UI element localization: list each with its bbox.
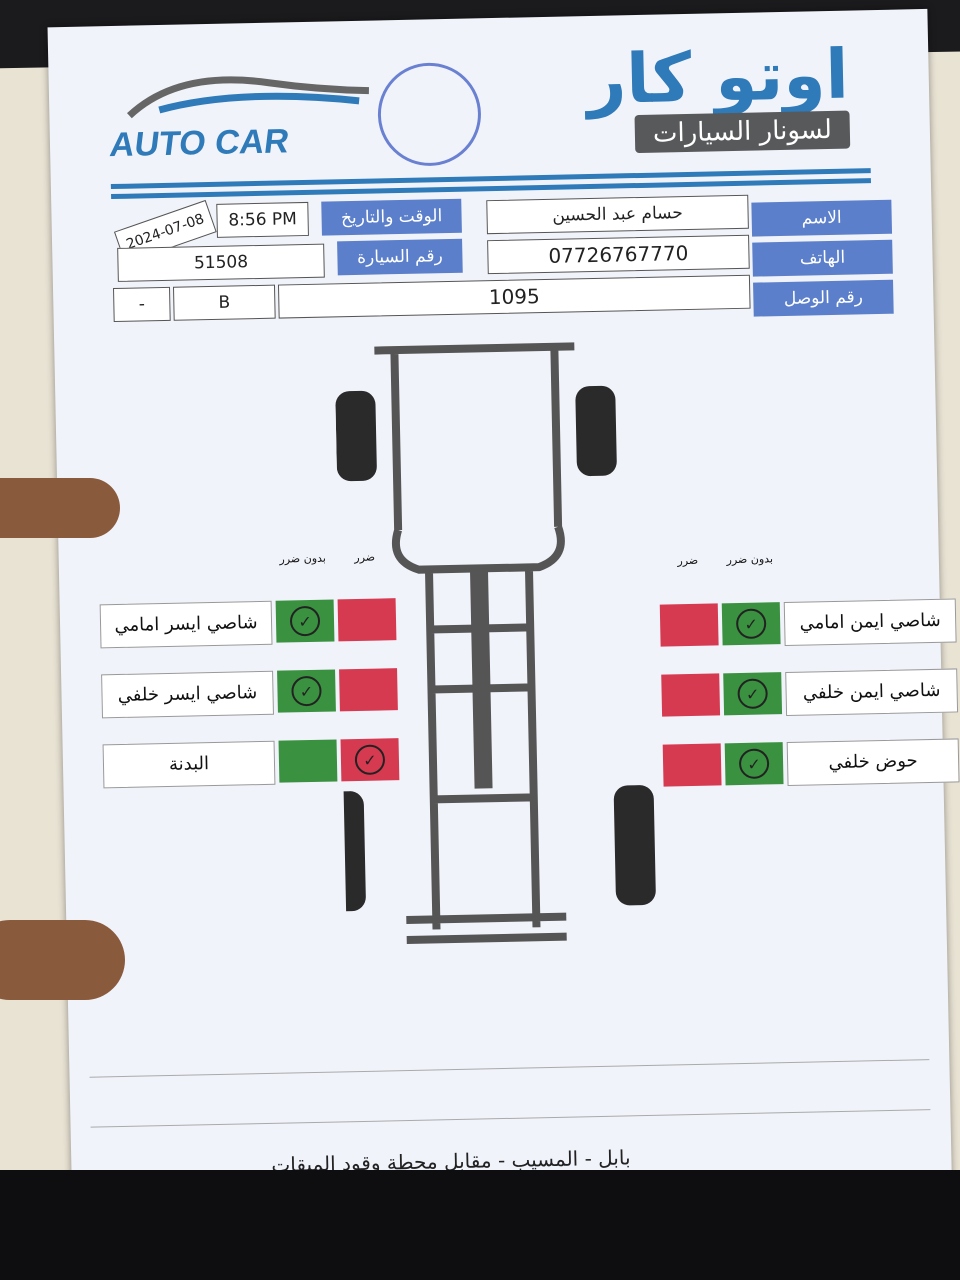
finger bbox=[0, 478, 120, 538]
part-label: البدنة bbox=[102, 740, 276, 789]
no-damage-cell[interactable]: ✓ bbox=[724, 742, 784, 786]
datetime-label: الوقت والتاريخ bbox=[321, 198, 462, 236]
tagline: لسونار السيارات bbox=[634, 110, 851, 154]
no-damage-cell[interactable]: ✓ bbox=[277, 669, 336, 713]
no-damage-cell[interactable]: ✓ bbox=[275, 599, 335, 643]
check-icon: ✓ bbox=[735, 608, 767, 640]
car-number-value: 51508 bbox=[117, 243, 325, 282]
car-number-label: رقم السيارة bbox=[337, 238, 463, 276]
checklist-row: البدنة ✓ bbox=[102, 738, 400, 789]
checklist-row: شاصي ايسر امامي ✓ bbox=[99, 598, 397, 649]
finger bbox=[0, 920, 125, 1000]
inspection-report: AUTO CAR اوتو كار لسونار السيارات الوقت … bbox=[47, 8, 960, 1228]
stamp bbox=[377, 62, 481, 166]
dashboard-screen bbox=[0, 1170, 960, 1280]
damage-cell[interactable] bbox=[337, 598, 397, 642]
receipt-label: رقم الوصل bbox=[753, 279, 894, 317]
part-label: شاصي ايسر امامي bbox=[99, 600, 273, 649]
damage-header: ضرر bbox=[354, 550, 376, 565]
phone-label: الهاتف bbox=[752, 239, 893, 277]
right-column-headers: ضرر بدون ضرر bbox=[659, 552, 779, 568]
part-label: شاصي ايسر خلفي bbox=[101, 670, 274, 719]
check-icon: ✓ bbox=[737, 678, 768, 710]
divider bbox=[89, 1059, 930, 1078]
right-checklist: ✓ شاصي ايمن امامي ✓ شاصي ايمن خلفي ✓ حوض… bbox=[659, 598, 960, 788]
part-label: شاصي ايمن خلفي bbox=[785, 668, 959, 717]
check-icon: ✓ bbox=[738, 748, 770, 780]
checklist-row: شاصي ايسر خلفي ✓ bbox=[101, 668, 398, 719]
phone-value: 07726767770 bbox=[487, 234, 750, 275]
checklist-row: ✓ شاصي ايمن خلفي bbox=[661, 668, 959, 718]
car-letter-value: B bbox=[172, 284, 276, 321]
part-label: شاصي ايمن امامي bbox=[783, 598, 957, 647]
damage-cell[interactable]: ✓ bbox=[340, 738, 400, 782]
logo-en: AUTO CAR bbox=[107, 122, 292, 165]
damage-header: ضرر bbox=[677, 553, 699, 568]
no-damage-cell[interactable]: ✓ bbox=[721, 602, 781, 646]
divider bbox=[90, 1109, 931, 1128]
no-damage-header: بدون ضرر bbox=[279, 551, 327, 566]
car-logo-icon bbox=[127, 76, 369, 119]
receipt-value: 1095 bbox=[277, 274, 751, 319]
damage-cell[interactable] bbox=[661, 673, 721, 717]
checklist-row: ✓ شاصي ايمن امامي bbox=[659, 598, 957, 648]
check-icon: ✓ bbox=[289, 605, 321, 637]
damage-cell[interactable] bbox=[662, 743, 722, 787]
left-column-headers: بدون ضرر ضرر bbox=[274, 550, 394, 566]
no-damage-cell[interactable] bbox=[278, 739, 338, 783]
part-label: حوض خلفي bbox=[786, 738, 960, 787]
left-checklist: شاصي ايسر امامي ✓ شاصي ايسر خلفي ✓ البدن… bbox=[99, 598, 400, 789]
no-damage-header: بدون ضرر bbox=[726, 552, 774, 567]
name-value: حسام عبد الحسين bbox=[486, 194, 749, 235]
damage-cell[interactable] bbox=[659, 603, 719, 647]
no-damage-cell[interactable]: ✓ bbox=[723, 672, 783, 716]
check-icon: ✓ bbox=[291, 675, 322, 707]
time-value: 8:56 PM bbox=[216, 201, 309, 238]
logo-ar: اوتو كار bbox=[586, 35, 850, 121]
name-label: الاسم bbox=[751, 199, 893, 237]
checklist-row: ✓ حوض خلفي bbox=[662, 738, 960, 788]
extra-value: - bbox=[113, 286, 171, 323]
damage-cell[interactable] bbox=[339, 668, 398, 712]
check-icon: ✓ bbox=[354, 744, 386, 776]
